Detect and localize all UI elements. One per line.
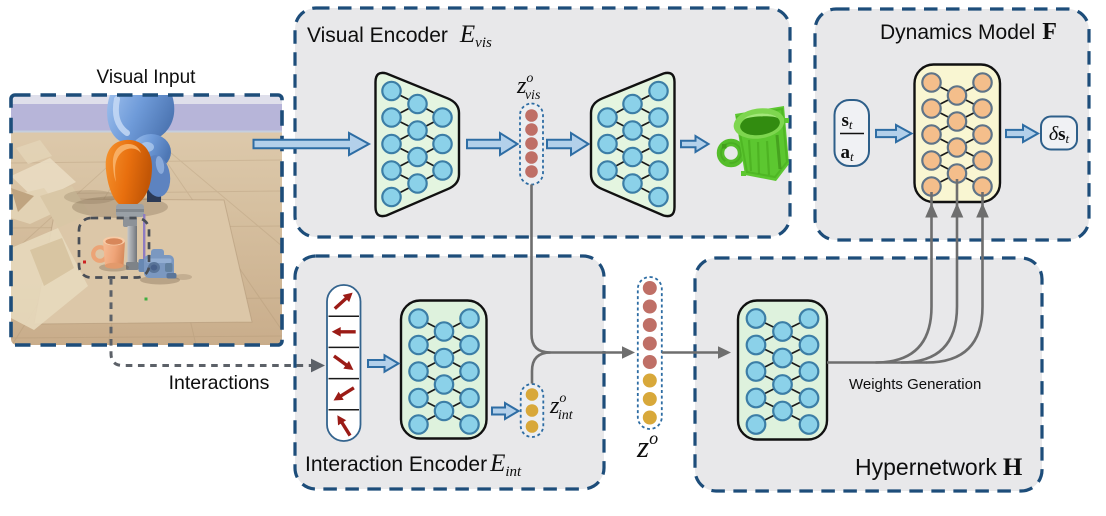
gray-arrowheads [622,203,989,359]
arrow-network-to-zint [491,401,521,421]
weights-arrowhead-1 [925,203,938,218]
delta-state-label: δst [1049,123,1070,146]
interaction-vector-dividers [328,315,359,411]
weights-generation-label: Weights Generation [849,376,981,393]
robot-arm [105,95,175,270]
arrow-vectors-to-network [367,353,401,374]
delta-state-box [1040,115,1078,151]
visual-input-label: Visual Input [97,67,197,88]
scene-debris [11,140,90,330]
interaction-network-nodes [408,308,480,435]
state-label: st [841,110,852,132]
arrow-encoder-to-zvis [466,131,520,157]
scene-mug [91,236,125,269]
arrow-image-to-encoder [252,131,372,157]
weights-branch-1 [875,192,933,364]
z-combined-dots [642,281,657,425]
action-label: at [840,142,854,164]
arrow-state-to-network [875,123,914,144]
interactions-leader-line [109,278,314,367]
scene-blue-object [138,249,177,279]
scene-green-marker [144,297,148,301]
dynamics-network-nodes [921,72,993,197]
interactions-label: Interactions [169,372,270,394]
visual-encoder-panel [374,71,789,218]
interaction-vector-arrows [331,292,356,437]
z-merge-arrowhead [622,346,635,359]
hypernetwork-network-nodes [745,308,820,435]
arrow-zvis-to-decoder [546,131,591,157]
robot-rod [127,226,137,267]
weights-arrowhead-3 [976,203,989,218]
z-vis-dots [525,109,538,178]
interactions-leader-arrowhead [311,358,325,373]
weights-branch-2 [900,179,959,364]
decoder-network-nodes [597,80,669,208]
visual-input-image [9,93,284,347]
hypernet-input-arrowhead [718,346,731,359]
scene-red-marker [83,260,86,264]
visual-input-border [9,93,284,347]
encoder-network-nodes [381,80,453,208]
z-int-rise-line [530,351,551,384]
blue-arrows [252,123,1041,421]
arrow-decoder-to-mug [680,134,711,154]
z-combined-label: zo [636,428,658,464]
interaction-encoder-panel [326,284,545,442]
reconstructed-mug [716,106,789,181]
z-int-dots [525,388,539,433]
robot-thin-rod [143,214,146,261]
dynamics-model-panel: st at δst [833,63,1078,204]
weights-branch-3 [926,192,984,364]
scene-selection-box [77,216,151,279]
arrow-network-to-delta [1005,123,1041,144]
gray-flow-lines [530,179,984,384]
weights-arrowhead-2 [950,203,964,218]
hypernetwork-panel [736,299,829,441]
